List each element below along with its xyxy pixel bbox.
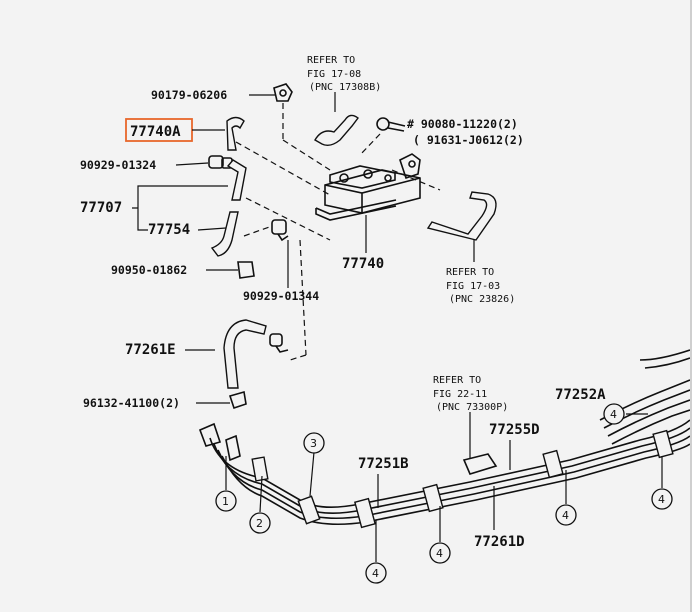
part-number-77252A: 77252A bbox=[555, 387, 606, 403]
bracket-leader bbox=[132, 185, 228, 231]
grommet-part bbox=[237, 261, 255, 279]
callout-4: 4 bbox=[651, 488, 673, 510]
leader-line bbox=[197, 227, 227, 231]
part-number-96132-41100: 96132-41100(2) bbox=[83, 396, 180, 410]
svg-text:(PNC 73300P): (PNC 73300P) bbox=[436, 402, 508, 413]
fitting-part bbox=[228, 390, 247, 410]
svg-text:4: 4 bbox=[436, 547, 443, 560]
dashed-guides bbox=[235, 139, 441, 361]
refer-fig-17-03: REFER TO FIG 17-03 (PNC 23826) bbox=[446, 267, 515, 305]
svg-text:REFER TO: REFER TO bbox=[307, 55, 355, 66]
brake-line-bundle bbox=[198, 349, 690, 529]
svg-text:FIG 17-03: FIG 17-03 bbox=[446, 281, 500, 292]
refer-hose-part bbox=[314, 114, 359, 147]
part-number-90080-11220: # 90080-11220(2) bbox=[407, 117, 518, 131]
part-number-77740A: 77740A bbox=[130, 124, 181, 140]
part-number-77707: 77707 bbox=[80, 200, 122, 216]
callout-4: 4 bbox=[555, 504, 577, 526]
svg-text:REFER TO: REFER TO bbox=[433, 375, 481, 386]
svg-text:(PNC 23826): (PNC 23826) bbox=[449, 294, 515, 305]
svg-text:REFER TO: REFER TO bbox=[446, 267, 494, 278]
actuator-unit-77740 bbox=[315, 153, 421, 221]
hose-elbow-part bbox=[226, 116, 245, 151]
refer-fig-22-11: REFER TO FIG 22-11 (PNC 73300P) bbox=[433, 375, 508, 413]
part-number-91631-J0612: ( 91631-J0612(2) bbox=[413, 133, 524, 147]
svg-text:4: 4 bbox=[658, 493, 665, 506]
refer-hose-17-03-part bbox=[426, 191, 497, 241]
svg-text:FIG 22-11: FIG 22-11 bbox=[433, 389, 487, 400]
part-number-77255D: 77255D bbox=[489, 422, 540, 438]
svg-text:FIG 17-08: FIG 17-08 bbox=[307, 69, 361, 80]
svg-text:4: 4 bbox=[372, 567, 379, 580]
svg-text:(PNC 17308B): (PNC 17308B) bbox=[309, 82, 381, 93]
valve-part bbox=[462, 453, 498, 475]
svg-text:3: 3 bbox=[310, 437, 317, 450]
refer-fig-17-08: REFER TO FIG 17-08 (PNC 17308B) bbox=[307, 55, 381, 93]
clip-part bbox=[269, 333, 289, 353]
svg-text:1: 1 bbox=[222, 495, 229, 508]
callout-3: 3 bbox=[303, 432, 325, 454]
clamp-90929-01344-part bbox=[271, 219, 289, 242]
part-number-77740: 77740 bbox=[342, 256, 384, 272]
nut-part bbox=[273, 83, 293, 102]
hose-77754-part bbox=[210, 211, 239, 257]
hose-77261E-part bbox=[223, 319, 267, 389]
callout-4: 4 bbox=[365, 562, 387, 584]
part-number-77261D: 77261D bbox=[474, 534, 525, 550]
leader-line bbox=[175, 162, 209, 166]
hose-77707-part bbox=[226, 159, 247, 201]
callout-1: 1 bbox=[215, 490, 237, 512]
part-number-77754: 77754 bbox=[148, 222, 190, 238]
part-number-90179-06206: 90179-06206 bbox=[151, 88, 227, 102]
part-number-77261E: 77261E bbox=[125, 342, 176, 358]
callout-4: 4 bbox=[603, 403, 625, 425]
part-number-90950-01862: 90950-01862 bbox=[111, 263, 187, 277]
svg-text:2: 2 bbox=[256, 517, 263, 530]
svg-text:4: 4 bbox=[562, 509, 569, 522]
callout-4: 4 bbox=[429, 542, 451, 564]
callout-2: 2 bbox=[249, 512, 271, 534]
part-number-77251B: 77251B bbox=[358, 456, 409, 472]
callout-leaders bbox=[225, 413, 663, 562]
dashed-guide bbox=[359, 133, 381, 156]
part-number-90929-01324: 90929-01324 bbox=[80, 158, 156, 172]
part-number-90929-01344: 90929-01344 bbox=[243, 289, 319, 303]
bolt-part bbox=[376, 117, 406, 132]
svg-text:4: 4 bbox=[610, 408, 617, 421]
